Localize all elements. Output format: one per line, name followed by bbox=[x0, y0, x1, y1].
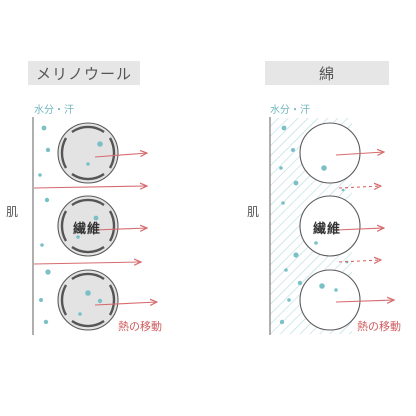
merino-skin-label: 肌 bbox=[6, 205, 19, 219]
merino-fiber-label: 繊維 bbox=[73, 222, 102, 237]
cotton-title: 綿 bbox=[265, 61, 389, 85]
cotton-fiber-bottom bbox=[299, 269, 361, 331]
merino-heat-label: 熱の移動 bbox=[118, 320, 162, 333]
merino-water-label: 水分・汗 bbox=[34, 105, 74, 116]
merino-fiber-middle bbox=[57, 195, 119, 257]
cotton-water-drops bbox=[279, 125, 349, 325]
merino-water-drops bbox=[38, 125, 103, 325]
merino-heat-arrows bbox=[33, 153, 157, 305]
merino-fiber-bottom bbox=[57, 269, 119, 331]
cotton-fibers bbox=[299, 122, 361, 331]
cotton-heat-label: 熱の移動 bbox=[357, 320, 401, 333]
cotton-skin-label: 肌 bbox=[247, 205, 260, 219]
cotton-water-label: 水分・汗 bbox=[270, 105, 310, 116]
merino-title: メリノウール bbox=[28, 61, 140, 85]
cotton-fiber-top bbox=[299, 122, 361, 184]
cotton-heat-arrows bbox=[335, 152, 394, 302]
cotton-fiber-label: 繊維 bbox=[313, 222, 342, 237]
merino-fiber-top bbox=[57, 122, 119, 184]
cotton-fiber-middle bbox=[299, 195, 361, 257]
